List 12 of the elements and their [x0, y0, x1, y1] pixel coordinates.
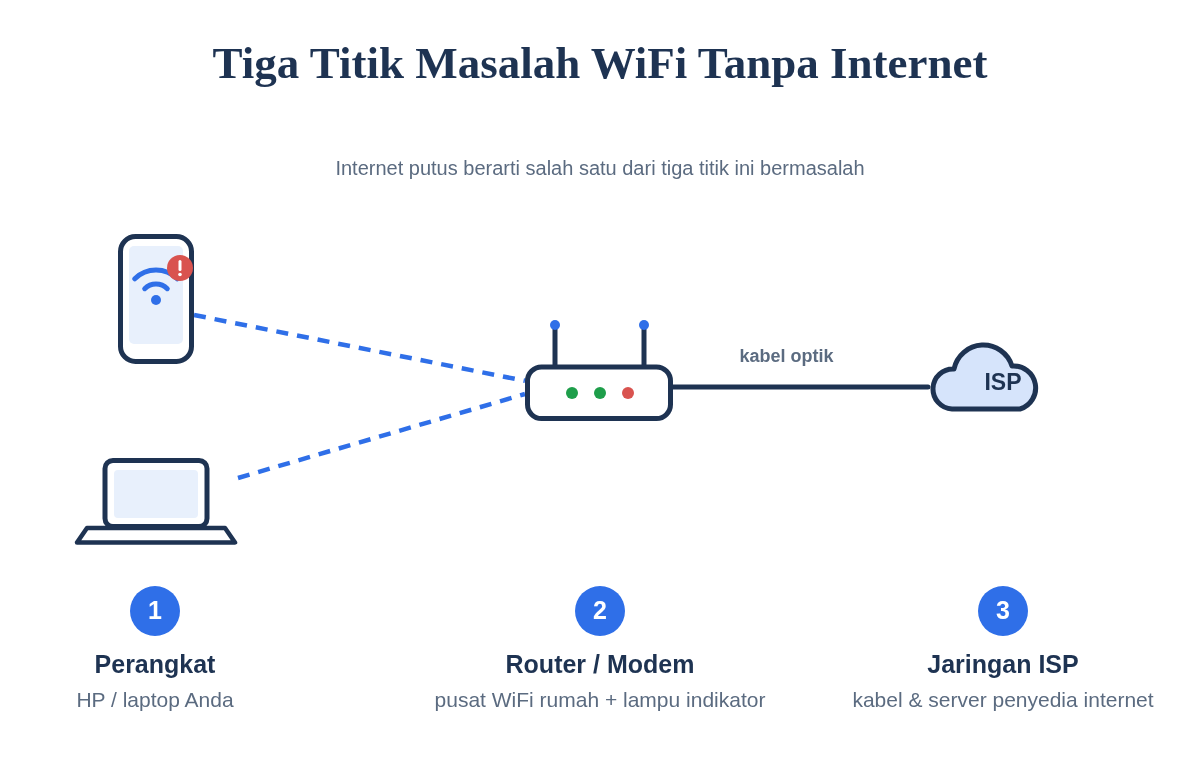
dashed-connector: [237, 391, 526, 481]
step-description: kabel & server penyedia internet: [852, 687, 1154, 713]
step-description: pusat WiFi rumah + lampu indikator: [434, 687, 766, 713]
step-description: HP / laptop Anda: [76, 687, 234, 713]
step-title: Perangkat: [94, 649, 216, 680]
cable-line: [670, 384, 931, 390]
step-title: Router / Modem: [505, 649, 695, 680]
diagram-title: Tiga Titik Masalah WiFi Tanpa Internet: [212, 37, 988, 90]
subtitle: Internet putus berarti salah satu dari tiga titik ini bermasalah: [335, 156, 865, 181]
node-label: ISP: [984, 370, 1022, 394]
dashed-connector: [193, 312, 526, 384]
step-title: Jaringan ISP: [927, 649, 1079, 680]
